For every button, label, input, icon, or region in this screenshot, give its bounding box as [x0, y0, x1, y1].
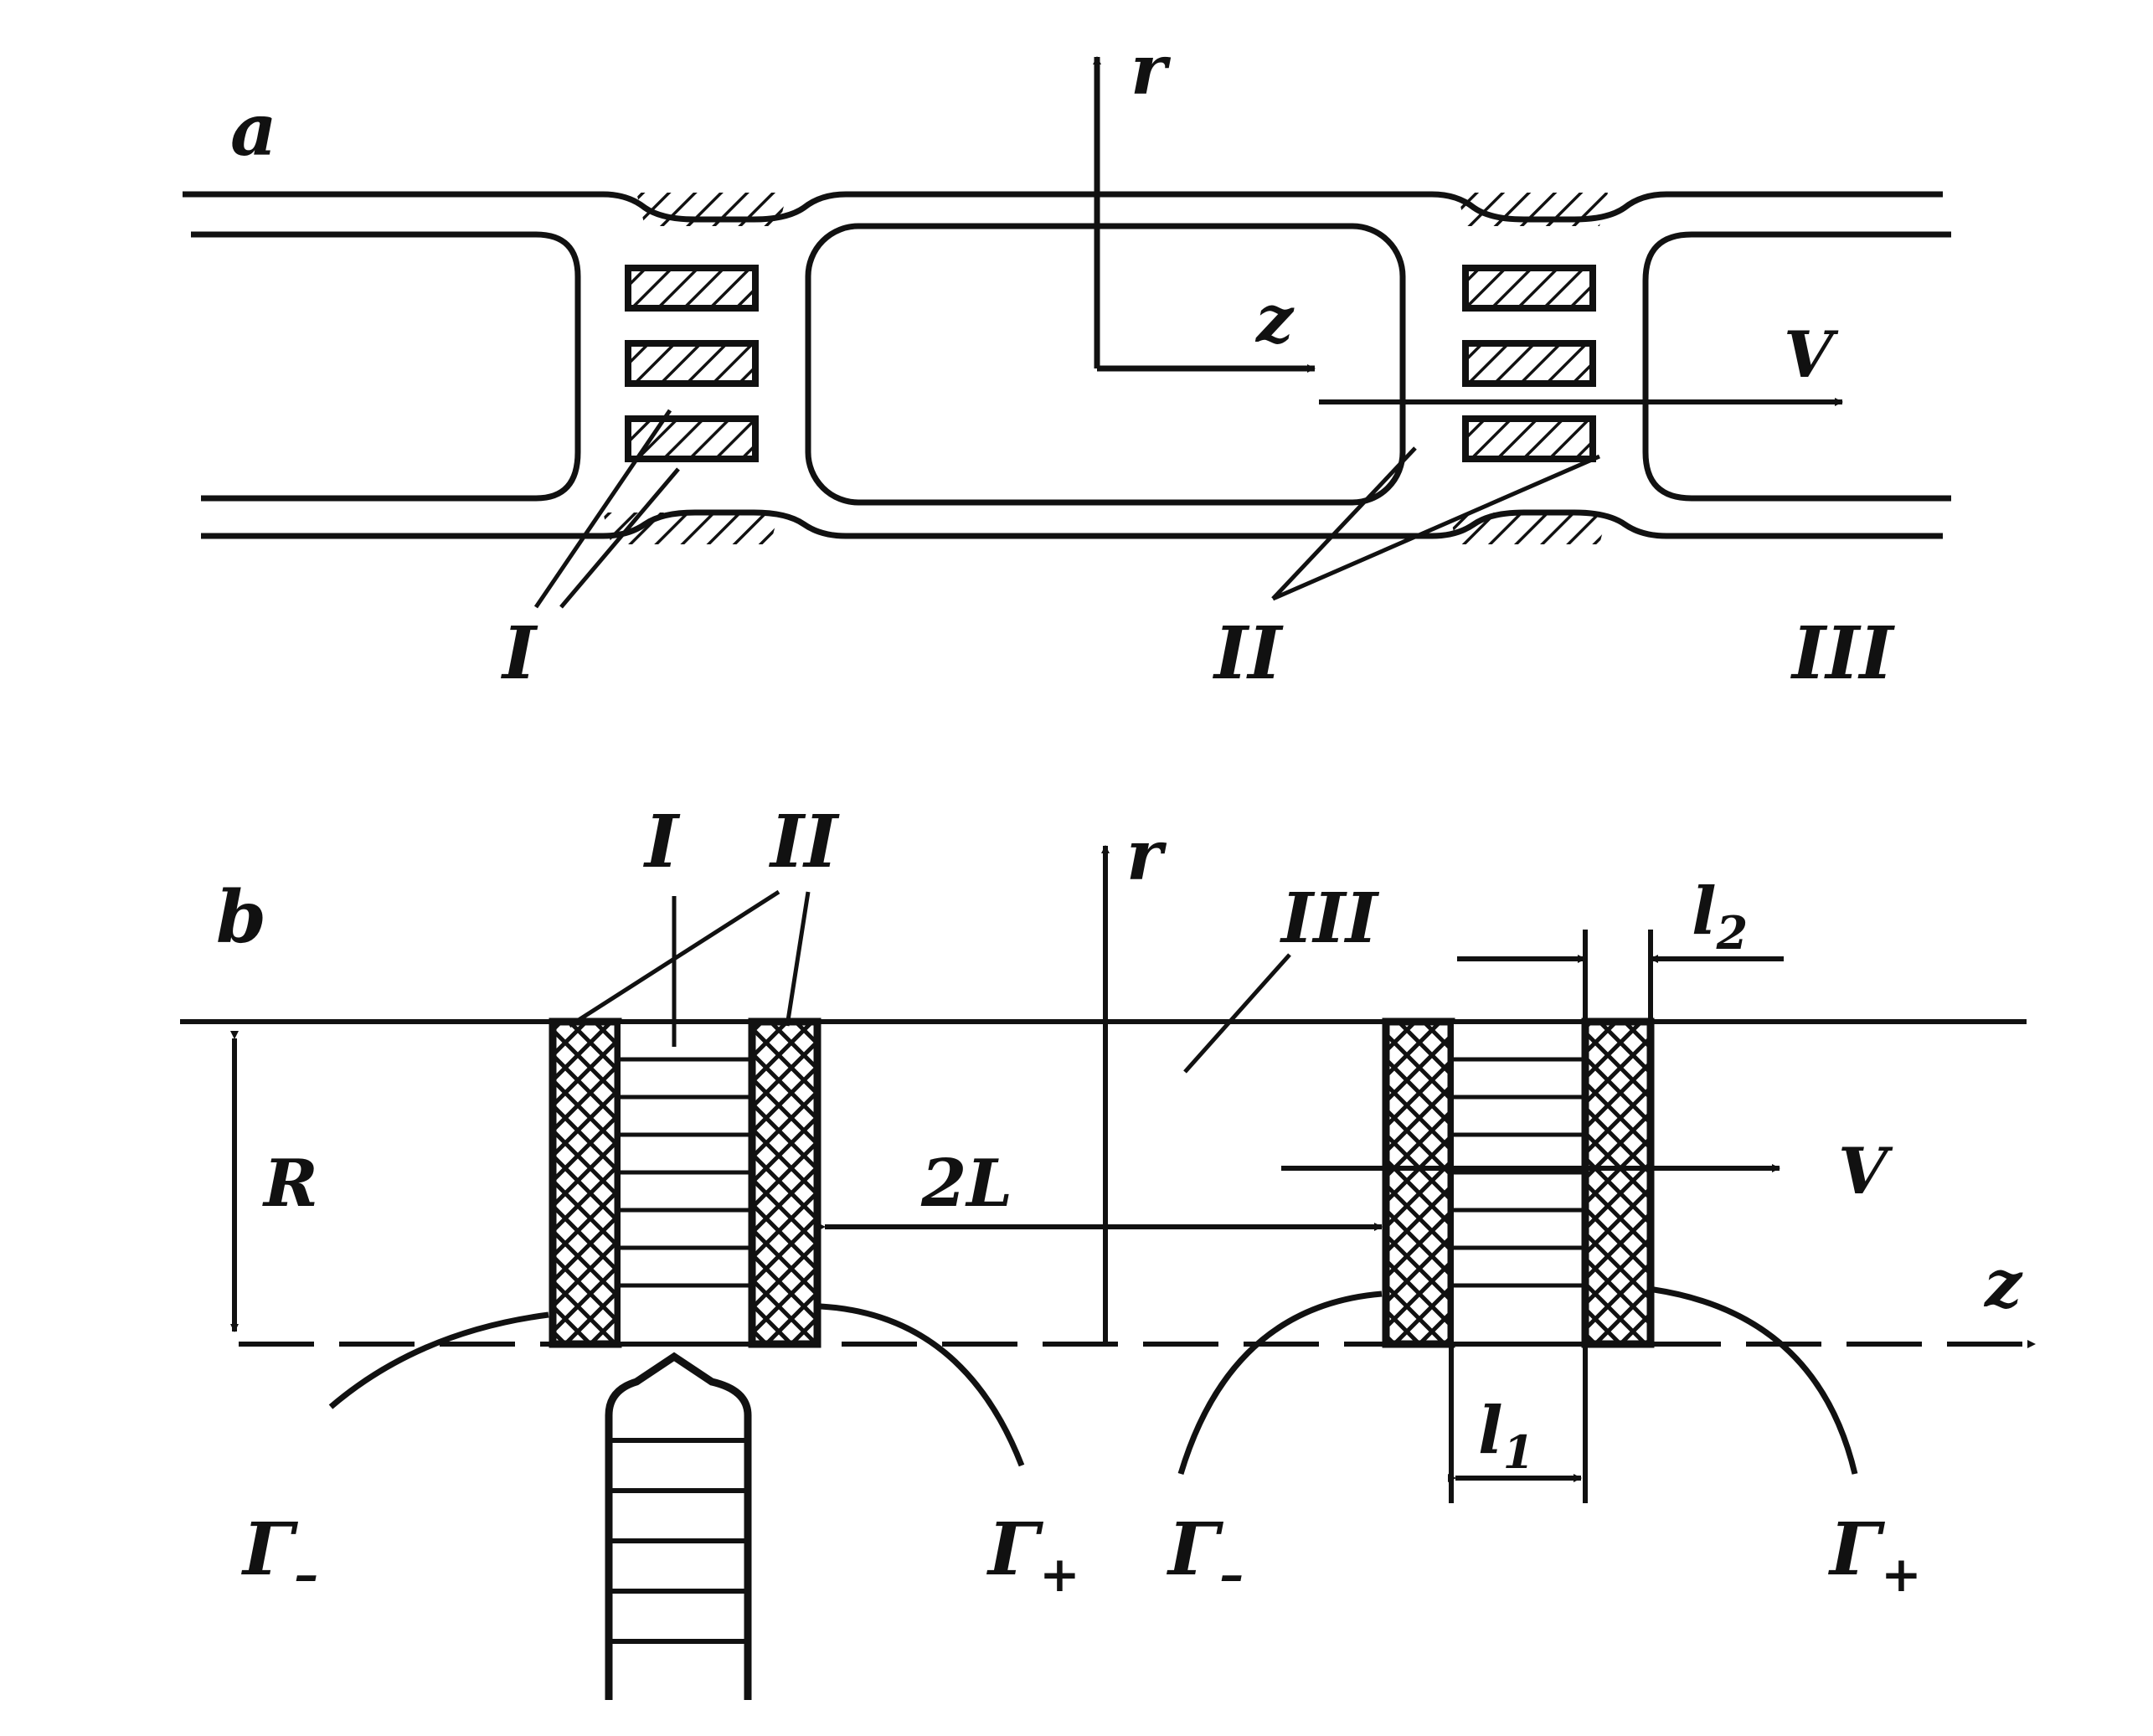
ladder-b — [605, 1352, 752, 1700]
tube-outer-top — [183, 191, 1943, 223]
gamma-plus-curve-right — [1653, 1286, 1858, 1475]
length-1-dimension — [1448, 1344, 1588, 1503]
region-II-label-a: II — [1212, 611, 1284, 696]
wall-hatch-bottom-right — [1449, 513, 1608, 544]
panel-b: b r z V R 2L I II III l2 l1 Γ– Γ+ Γ– Γ+ — [180, 800, 2036, 1700]
junction-blocks-left — [625, 265, 759, 462]
region-II-label-b: II — [768, 800, 840, 884]
gamma-minus-label-left: Γ– — [240, 1507, 318, 1603]
gamma-minus-label-right: Γ– — [1166, 1507, 1244, 1603]
axis-z-label-a: z — [1254, 281, 1295, 358]
wall-hatch-top-right — [1457, 193, 1608, 226]
spacing-label: 2L — [920, 1146, 1012, 1222]
region-I-label-a: I — [500, 611, 538, 696]
region-III-label-a: III — [1790, 611, 1895, 696]
leader-lines-a — [533, 409, 1600, 609]
tube-outer-bottom — [201, 509, 1943, 539]
leader-lines-b — [568, 889, 1291, 1074]
panel-a: a r z V I II III — [183, 30, 1951, 696]
axis-r-label-a: r — [1131, 30, 1172, 111]
velocity-label-b: V — [1838, 1134, 1893, 1208]
gamma-plus-label-right: Γ+ — [1827, 1507, 1922, 1603]
axis-r-label-b: r — [1126, 816, 1167, 896]
junction-left-b — [549, 1017, 822, 1348]
velocity-label-a: V — [1784, 317, 1839, 392]
wall-hatch-bottom-left — [603, 513, 779, 544]
junction-blocks-right — [1462, 265, 1596, 462]
cell-right — [1642, 231, 1951, 502]
axis-z-label-b: z — [1983, 1246, 2023, 1322]
panel-label-b: b — [216, 875, 266, 960]
junction-right-b — [1382, 1017, 1655, 1348]
wall-hatch-top-left — [636, 193, 787, 226]
gamma-plus-label-left: Γ+ — [986, 1507, 1080, 1603]
panel-label-a: a — [230, 88, 277, 173]
radius-label: R — [262, 1146, 318, 1222]
region-III-label-b: III — [1280, 878, 1380, 959]
length-2-label: l2 — [1692, 873, 1748, 960]
length-2-dimension — [1457, 930, 1784, 1022]
cell-middle — [805, 223, 1406, 506]
gamma-minus-curve-left — [328, 1311, 549, 1409]
cell-left — [191, 231, 581, 502]
length-1-label: l1 — [1478, 1393, 1534, 1479]
region-I-label-b: I — [642, 800, 681, 884]
gamma-minus-curve-right — [1177, 1290, 1383, 1476]
gamma-plus-curve-left — [820, 1303, 1025, 1467]
